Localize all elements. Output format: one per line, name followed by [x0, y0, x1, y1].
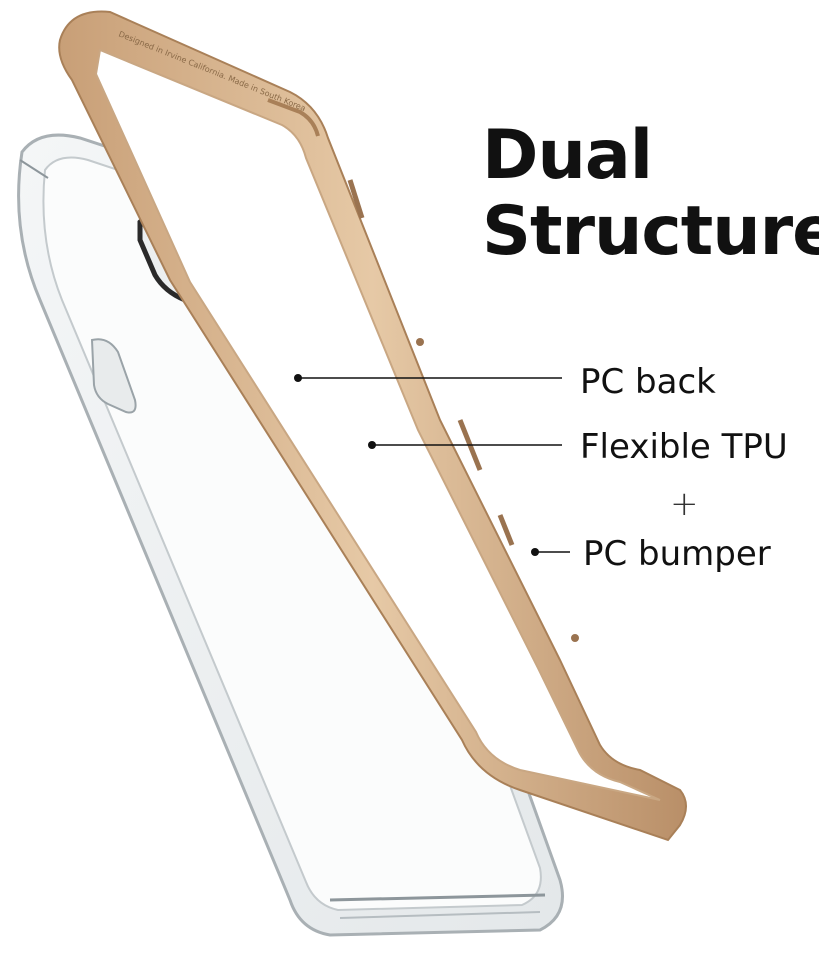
plus-sign: + [670, 484, 699, 524]
label-flexible-tpu: Flexible TPU [580, 427, 788, 467]
callout-dot-bumper [531, 548, 539, 556]
headline-line-2: Structure [482, 192, 819, 271]
callout-dot-tpu [368, 441, 376, 449]
callout-dot-pc-back [294, 374, 302, 382]
callout-lines [294, 374, 570, 556]
headline: Dual Structure [482, 118, 819, 270]
label-pc-bumper: PC bumper [583, 534, 771, 574]
headline-line-1: Dual [482, 116, 653, 195]
label-pc-back: PC back [580, 362, 716, 402]
